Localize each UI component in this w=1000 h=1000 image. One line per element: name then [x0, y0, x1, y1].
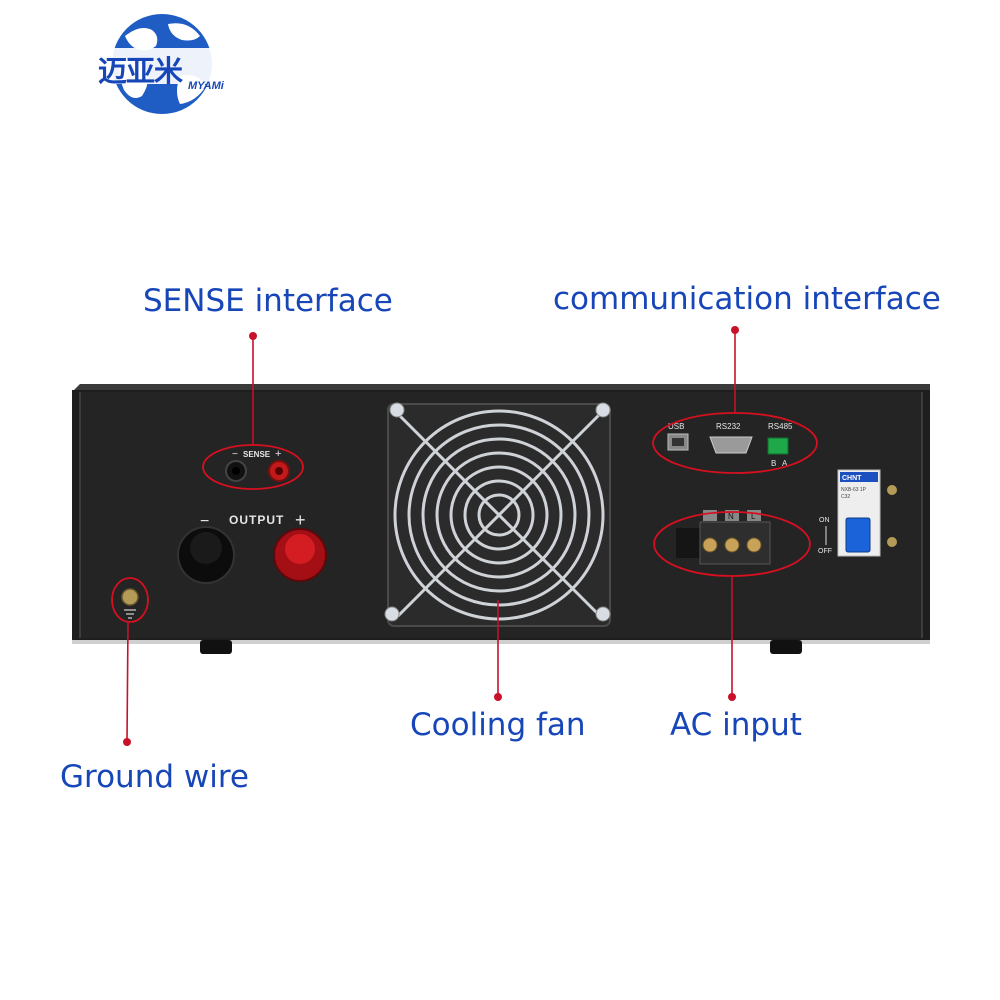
rs232-label: RS232	[716, 422, 741, 431]
logo-latin-text: MYAMi	[188, 80, 224, 92]
circuit-breaker: ON OFF CHNT NXB-63 1P C32	[818, 469, 881, 557]
fan-screw-tr	[595, 402, 611, 418]
sense-minus-label: −	[232, 449, 238, 460]
sense-interface: − SENSE +	[225, 448, 290, 482]
rs232-port[interactable]	[709, 436, 753, 454]
live-terminal-screw	[746, 537, 762, 553]
terminal-n-label: N	[728, 512, 734, 521]
output-plus-label: +	[295, 510, 306, 530]
callout-markers	[111, 326, 818, 746]
rs485-label: RS485	[768, 422, 793, 431]
fan-screw-tl	[389, 402, 405, 418]
breaker-toggle[interactable]	[845, 517, 871, 553]
communication-ports: USB RS232 RS485 B A	[667, 422, 793, 468]
output-minus-label: −	[200, 513, 209, 530]
output-terminals: − OUTPUT +	[177, 510, 327, 584]
logo-chinese-text: 迈亚米	[98, 54, 183, 88]
brand-logo: 迈亚米 MYAMi	[90, 6, 240, 121]
rs485-b-label: B	[771, 459, 776, 468]
ground-terminal-screw	[702, 537, 718, 553]
breaker-model-label: NXB-63 1P	[841, 487, 867, 493]
rs485-port[interactable]	[767, 437, 789, 455]
switch-on-label: ON	[819, 517, 830, 524]
ac-input-label: AC input	[670, 707, 802, 743]
cooling-fan-label: Cooling fan	[410, 707, 586, 743]
switch-off-label: OFF	[818, 548, 832, 555]
communication-interface-label: communication interface	[553, 281, 941, 317]
panel-screw	[887, 537, 897, 547]
fan-screw-bl	[384, 606, 400, 622]
sense-plus-label: +	[275, 448, 281, 460]
fan-screw-br	[595, 606, 611, 622]
usb-label: USB	[668, 422, 684, 431]
ground-highlight-ring	[111, 577, 149, 623]
globe-logo-icon	[102, 14, 222, 114]
ac-terminal-block: N L	[676, 510, 771, 565]
neutral-terminal-screw	[724, 537, 740, 553]
foot-right	[770, 640, 802, 654]
ground-leader-line	[126, 621, 129, 743]
fan-grill	[393, 409, 605, 621]
ground-wire-label: Ground wire	[60, 759, 249, 795]
cooling-fan	[384, 402, 611, 627]
sense-label: SENSE	[243, 450, 271, 459]
rs485-a-label: A	[782, 459, 788, 468]
sense-interface-label: SENSE interface	[143, 283, 393, 319]
terminal-l-label: L	[751, 512, 756, 521]
breaker-brand-label: CHNT	[842, 475, 862, 482]
output-label: OUTPUT	[229, 513, 284, 527]
ground-screw	[121, 588, 139, 619]
foot-left	[200, 640, 232, 654]
panel-screw	[887, 485, 897, 495]
breaker-rating-label: C32	[841, 494, 850, 500]
